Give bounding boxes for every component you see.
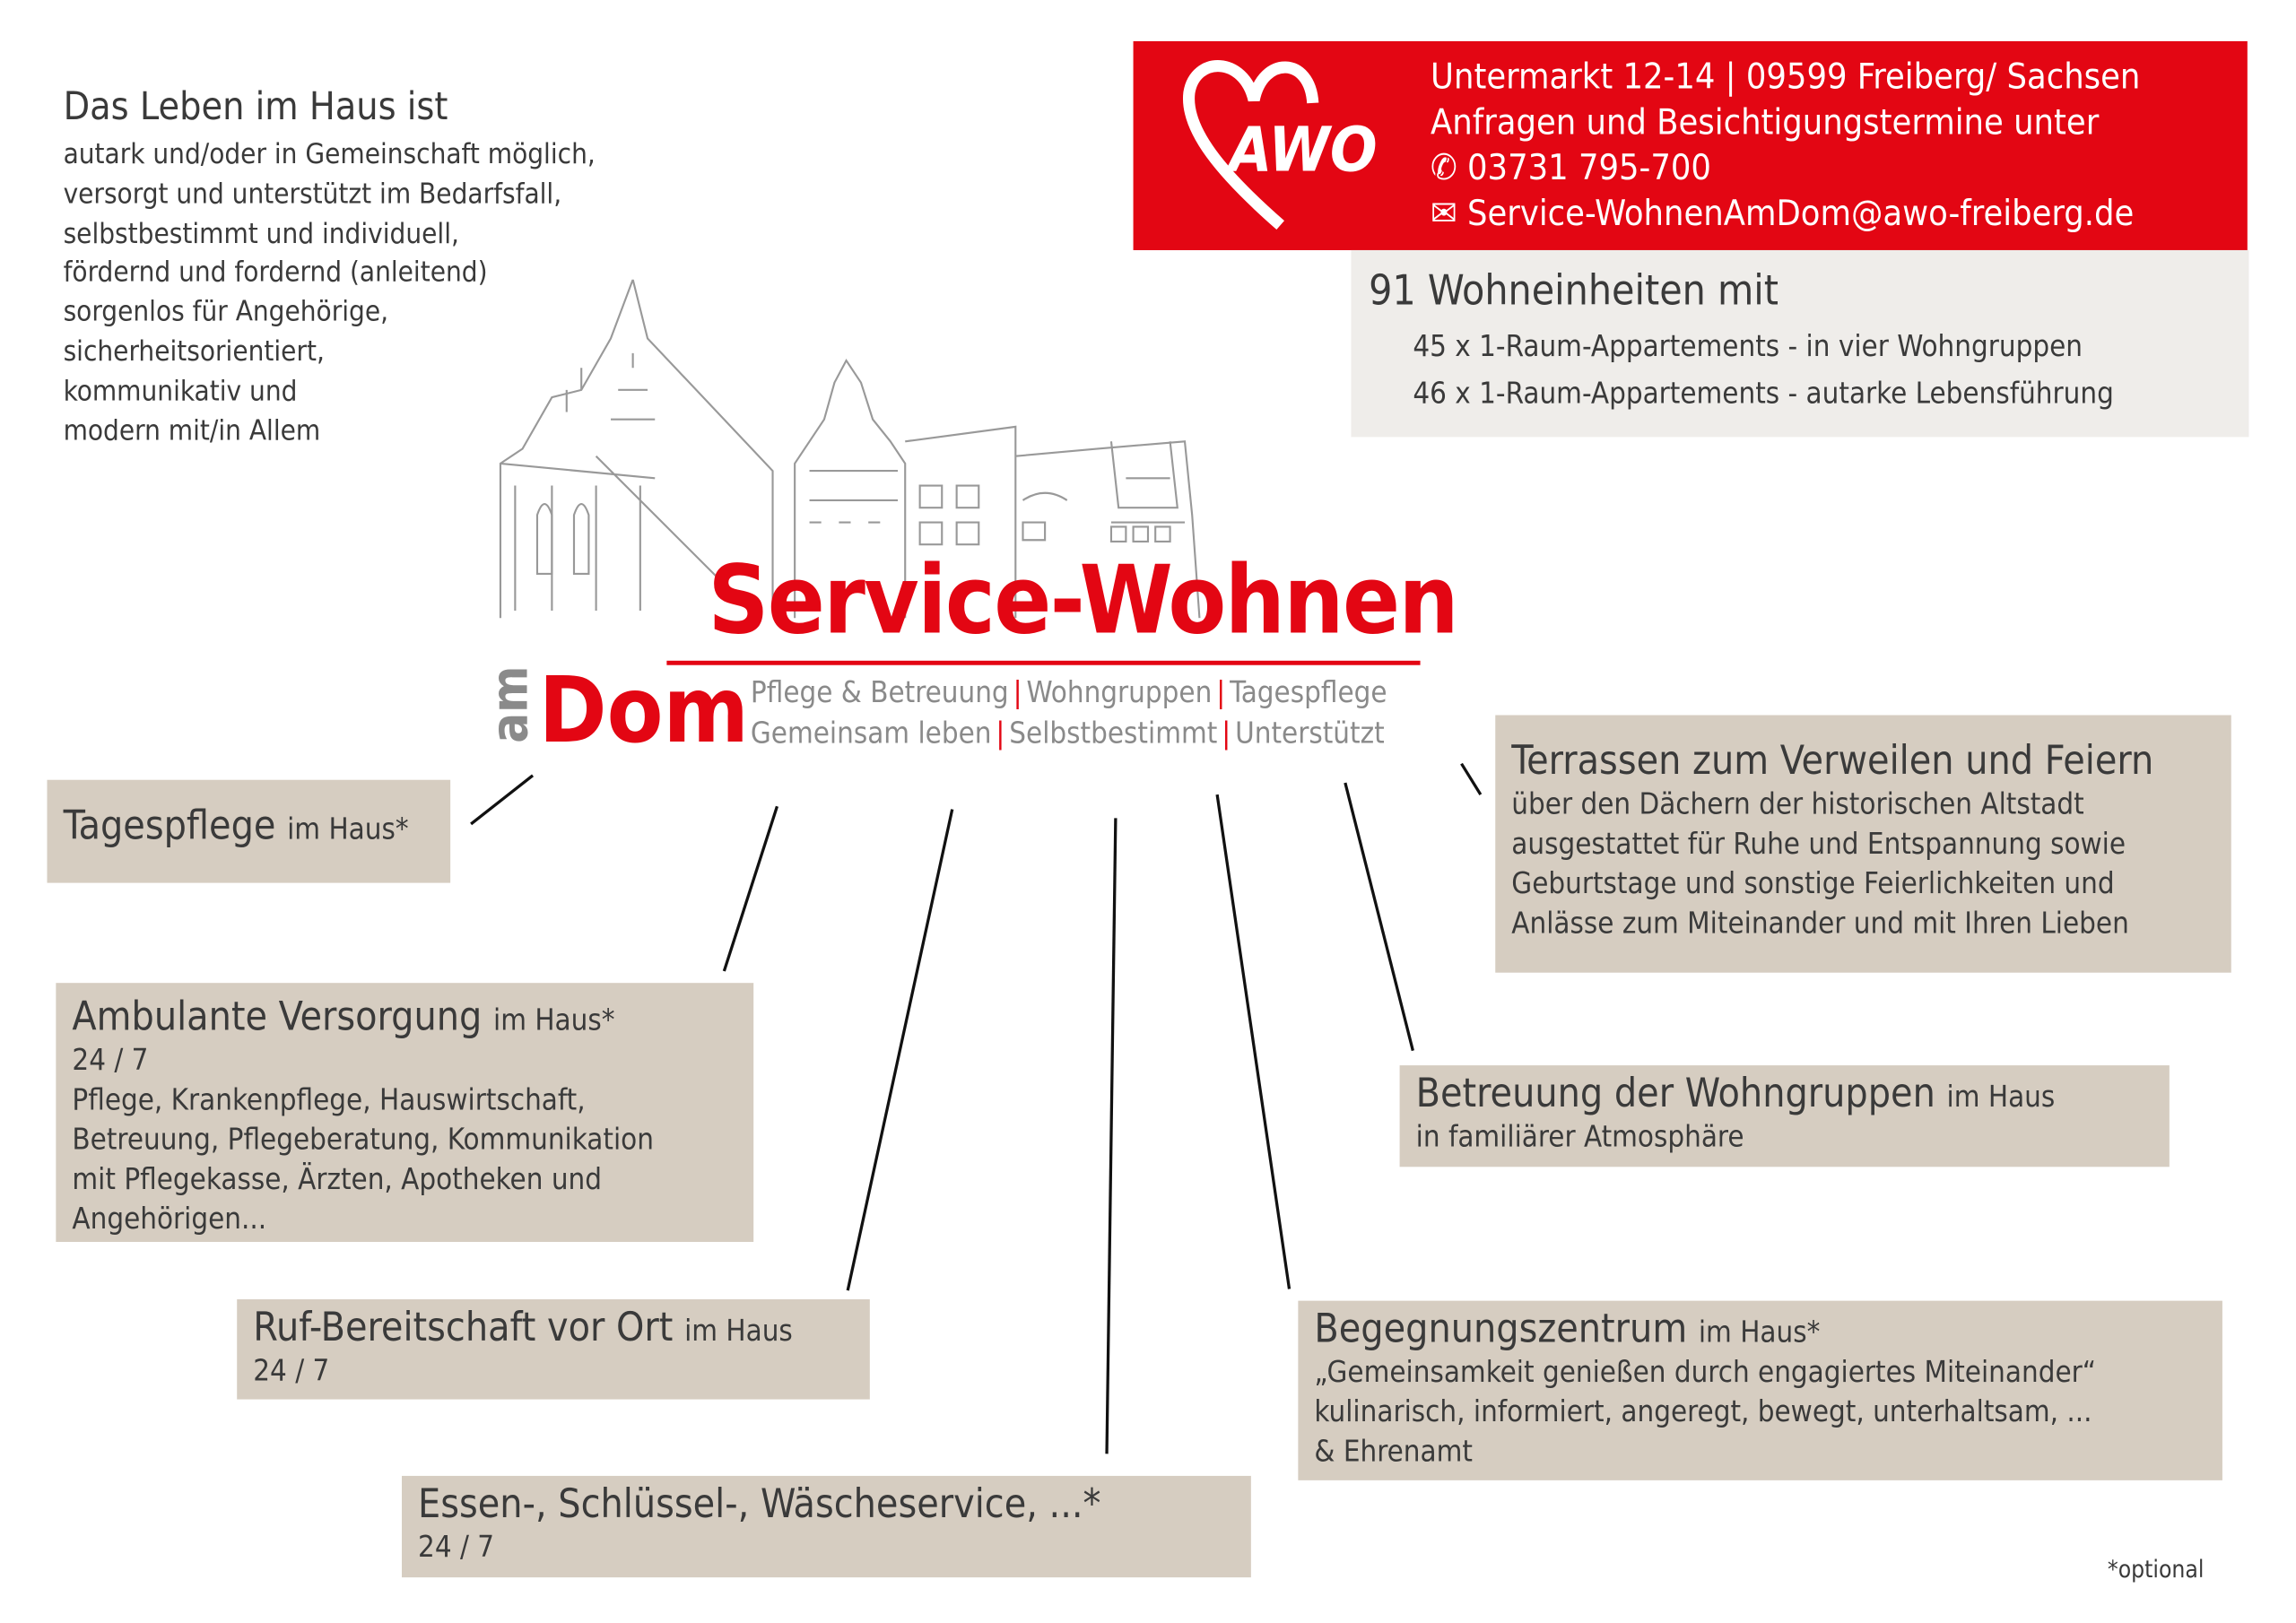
connector-line — [846, 809, 954, 1291]
box-line: kulinarisch, informiert, angeregt, beweg… — [1314, 1393, 2092, 1429]
box-begegnung: Begegnungszentrum im Haus* „Gemeinsamkei… — [1298, 1300, 2222, 1480]
dom-label: Dom — [538, 655, 749, 764]
box-line: Pflege, Krankenpflege, Hauswirtschaft, — [72, 1081, 586, 1117]
intro-line: sicherheitsorientiert, — [63, 335, 325, 369]
email-link[interactable]: Service-WohnenAmDom@awo-freiberg.de — [1467, 192, 2135, 234]
tagline-item: Unterstützt — [1235, 715, 1385, 751]
tagline-item: Tagespflege — [1230, 673, 1387, 709]
old-town-sketch — [499, 279, 1201, 619]
box-title: Terrassen zum Verweilen und Feiern — [1511, 738, 2154, 785]
separator: | — [996, 715, 1005, 751]
intro-line: selbstbestimmt und individuell, — [63, 217, 459, 250]
envelope-icon: ✉ — [1431, 192, 1468, 234]
box-line: 24 / 7 — [72, 1041, 149, 1078]
box-suffix: im Haus — [1946, 1078, 2056, 1115]
box-essen: Essen-, Schlüssel-, Wäscheservice, ...* … — [401, 1475, 1251, 1578]
units-panel — [1351, 249, 2249, 438]
box-title-text: Ambulante Versorgung — [72, 994, 483, 1041]
contact-info: Untermarkt 12-14 | 09599 Freiberg/ Sachs… — [1431, 55, 2140, 237]
box-line: mit Pflegekasse, Ärzten, Apotheken und — [72, 1160, 603, 1197]
inquiry-text: Anfragen und Besichtigungstermine unter — [1431, 101, 2100, 143]
tagline-item: Pflege & Betreuung — [750, 673, 1009, 709]
intro-line: autark und/oder in Gemeinschaft möglich, — [63, 138, 596, 171]
box-title-text: Begegnungszentrum — [1314, 1306, 1688, 1353]
box-line: 24 / 7 — [253, 1352, 330, 1388]
optional-footnote: *optional — [2107, 1555, 2205, 1584]
box-ruf: Ruf-Bereitschaft vor Ort im Haus 24 / 7 — [237, 1299, 870, 1400]
box-title-text: Tagespflege — [63, 803, 276, 849]
tagline-item: Selbstbestimmt — [1009, 715, 1218, 751]
box-tagespflege: Tagespflege im Haus* — [47, 779, 451, 883]
box-line: Geburtstage und sonstige Feierlichkeiten… — [1511, 864, 2115, 901]
box-line: Betreuung, Pflegeberatung, Kommunikation — [72, 1121, 654, 1157]
box-line: & Ehrenamt — [1314, 1433, 1473, 1469]
tagline-row-1: Pflege & Betreuung|Wohngruppen|Tagespfle… — [751, 674, 1387, 709]
units-line: 45 x 1-Raum-Appartements - in vier Wohng… — [1413, 327, 2083, 364]
box-line: ausgestattet für Ruhe und Entspannung so… — [1511, 825, 2126, 861]
intro-line: versorgt und unterstützt im Bedarfsfall, — [63, 178, 562, 211]
separator: | — [1013, 673, 1022, 709]
connector-line — [1105, 818, 1118, 1454]
box-title: Begegnungszentrum im Haus* — [1314, 1306, 2205, 1352]
box-line: in familiärer Atmosphäre — [1415, 1118, 1744, 1154]
box-title: Ruf-Bereitschaft vor Ort im Haus — [253, 1306, 854, 1351]
connector-line — [722, 805, 779, 972]
box-terrassen: Terrassen zum Verweilen und Feiern über … — [1495, 715, 2231, 973]
units-list: 45 x 1-Raum-Appartements - in vier Wohng… — [1413, 322, 2114, 416]
service-wohnen-title: Service-Wohnen — [708, 547, 1458, 656]
connector-line — [1460, 762, 1483, 796]
box-line: Angehörigen... — [72, 1201, 267, 1237]
box-betreuung: Betreuung der Wohngruppen im Haus in fam… — [1399, 1065, 2170, 1167]
box-ambulant: Ambulante Versorgung im Haus* 24 / 7 Pfl… — [56, 983, 754, 1243]
phone-icon: ✆ — [1431, 147, 1468, 189]
box-title: Ambulante Versorgung im Haus* — [72, 994, 737, 1040]
box-title: Betreuung der Wohngruppen im Haus — [1416, 1072, 2153, 1117]
svg-text:AWO: AWO — [1225, 114, 1377, 186]
connector-line — [470, 774, 535, 826]
intro-line: sorgenlos für Angehörige, — [63, 296, 389, 329]
box-suffix: im Haus — [684, 1312, 793, 1349]
box-suffix: im Haus* — [1698, 1314, 1821, 1350]
connector-line — [1344, 782, 1414, 1052]
address: Untermarkt 12-14 | 09599 Freiberg/ Sachs… — [1431, 56, 2141, 98]
units-title: 91 Wohneinheiten mit — [1369, 266, 1779, 316]
intro-title: Das Leben im Haus ist — [63, 85, 448, 130]
box-suffix: im Haus* — [287, 811, 409, 846]
tagline-row-2: Gemeinsam leben|Selbstbestimmt|Unterstüt… — [751, 716, 1385, 751]
box-title: Tagespflege im Haus* — [64, 803, 435, 849]
intro-line: modern mit/in Allem — [63, 414, 321, 447]
title-underline — [666, 660, 1421, 665]
separator: | — [1222, 715, 1231, 751]
tagline-item: Wohngruppen — [1026, 673, 1213, 709]
units-line: 46 x 1-Raum-Appartements - autarke Leben… — [1413, 375, 2114, 411]
awo-heart-logo: AWO — [1183, 60, 1378, 230]
email-row: ✉ Service-WohnenAmDom@awo-freiberg.de — [1431, 191, 2140, 237]
connector-line — [1215, 794, 1292, 1289]
tagline-item: Gemeinsam leben — [750, 715, 992, 751]
intro-list: autark und/oder in Gemeinschaft möglich,… — [64, 135, 596, 451]
box-line: über den Dächern der historischen Altsta… — [1511, 785, 2084, 821]
box-suffix: im Haus* — [492, 1002, 615, 1037]
phone-number[interactable]: 03731 795-700 — [1467, 147, 1711, 189]
contact-banner: AWO — [1133, 40, 2248, 250]
box-line: 24 / 7 — [418, 1528, 495, 1565]
box-line: „Gemeinsamkeit genießen durch engagierte… — [1314, 1353, 2097, 1390]
box-title-text: Betreuung der Wohngruppen — [1415, 1071, 1935, 1117]
separator: | — [1216, 673, 1226, 709]
box-line: Anlässe zum Miteinander und mit Ihren Li… — [1511, 905, 2129, 941]
box-title-text: Ruf-Bereitschaft vor Ort — [253, 1305, 674, 1351]
phone-row: ✆ 03731 795-700 — [1431, 145, 2140, 191]
intro-line: fördernd und fordernd (anleitend) — [63, 256, 488, 290]
intro-line: kommunikativ und — [63, 375, 298, 408]
box-title: Essen-, Schlüssel-, Wäscheservice, ...* — [418, 1481, 1101, 1528]
